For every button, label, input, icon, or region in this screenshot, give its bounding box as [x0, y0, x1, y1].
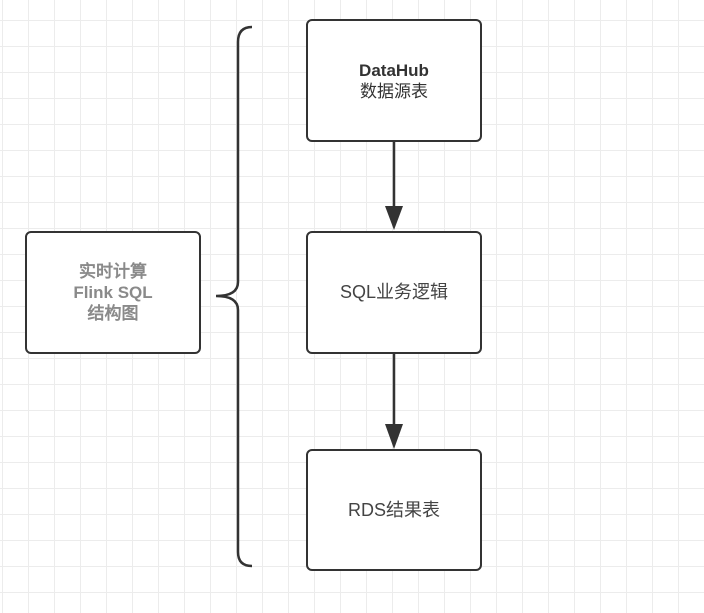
- node-rds-result[interactable]: RDS结果表: [306, 449, 482, 571]
- arrowhead-icon: [385, 206, 403, 230]
- node-line: 数据源表: [360, 81, 428, 101]
- root-line: 实时计算: [79, 262, 147, 281]
- node-line: RDS结果表: [347, 499, 440, 520]
- curly-brace: [215, 25, 253, 568]
- root-line: 结构图: [87, 304, 139, 323]
- node-sql-logic[interactable]: SQL业务逻辑: [306, 231, 482, 354]
- arrowhead-icon: [385, 424, 403, 449]
- node-line: DataHub: [359, 60, 429, 80]
- root-line: Flink SQL: [73, 283, 153, 302]
- root-node[interactable]: 实时计算 Flink SQL 结构图: [25, 231, 201, 354]
- node-datahub-source[interactable]: DataHub 数据源表: [306, 19, 482, 142]
- node-line: SQL业务逻辑: [339, 282, 449, 302]
